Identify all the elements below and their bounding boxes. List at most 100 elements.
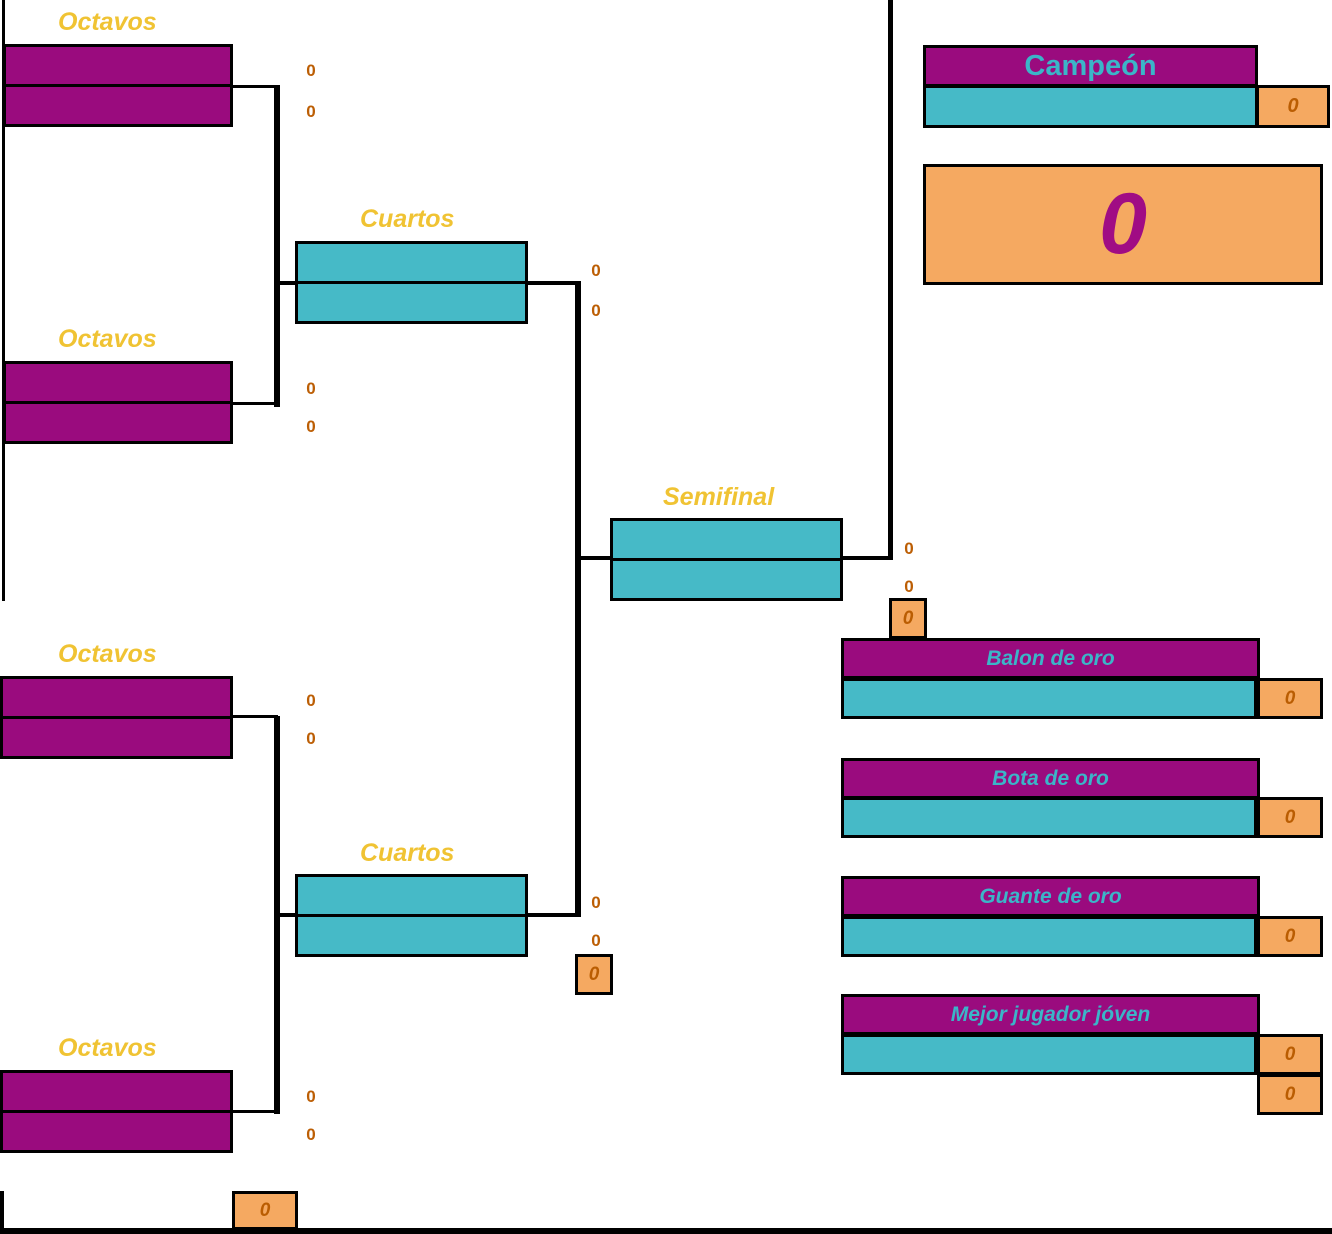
connector-line-champion	[888, 0, 893, 560]
divider	[6, 84, 230, 87]
award-guante-de-oro-header: Guante de oro	[841, 876, 1260, 917]
champion-name-slot[interactable]	[923, 85, 1258, 128]
score-value: 0	[1284, 1043, 1296, 1065]
award-bota-de-oro-score-box[interactable]: 0	[1257, 797, 1323, 838]
octavos-4-match	[0, 1070, 233, 1153]
team-slot[interactable]	[613, 561, 840, 598]
divider	[298, 281, 525, 284]
award-bota-de-oro-header: Bota de oro	[841, 758, 1260, 799]
score-value: 0	[259, 1199, 271, 1221]
score-octavos-3b[interactable]: 0	[306, 729, 316, 748]
connector-line	[277, 281, 297, 285]
award-title: Bota de oro	[992, 766, 1109, 790]
team-slot[interactable]	[6, 404, 230, 441]
team-slot[interactable]	[3, 1073, 230, 1110]
award-bota-de-oro-slot[interactable]	[841, 797, 1257, 838]
semifinal-match	[610, 518, 843, 601]
team-slot[interactable]	[6, 87, 230, 124]
connector-line	[277, 913, 297, 917]
cuartos-1-match	[295, 241, 528, 324]
score-value: 0	[588, 963, 600, 985]
award-balon-de-oro-slot[interactable]	[841, 678, 1257, 719]
award-guante-de-oro-score-box[interactable]: 0	[1257, 916, 1323, 957]
score-value: 0	[1284, 687, 1296, 709]
team-slot[interactable]	[3, 719, 230, 756]
score-cuartos-1b[interactable]: 0	[591, 301, 601, 320]
semifinal-winner-box[interactable]: 0	[889, 598, 927, 639]
round-label-octavos-4: Octavos	[58, 1034, 157, 1062]
award-title: Balon de oro	[986, 646, 1115, 670]
connector-line	[578, 556, 612, 560]
octavos-3-match	[0, 676, 233, 759]
score-value: 0	[1284, 925, 1296, 947]
round-label-octavos-2: Octavos	[58, 325, 157, 353]
award-mejor-jugador-joven-header: Mejor jugador jóven	[841, 994, 1260, 1035]
award-mejor-jugador-joven-slot[interactable]	[841, 1034, 1257, 1075]
score-octavos-2b[interactable]: 0	[306, 417, 316, 436]
team-slot[interactable]	[298, 917, 525, 954]
team-slot[interactable]	[298, 244, 525, 281]
team-slot[interactable]	[298, 284, 525, 321]
team-slot[interactable]	[3, 1113, 230, 1150]
cuartos-2-winner-box[interactable]: 0	[575, 954, 613, 995]
divider	[3, 716, 230, 719]
score-octavos-2a[interactable]: 0	[306, 379, 316, 398]
divider	[6, 401, 230, 404]
champion-title: Campeón	[1024, 49, 1157, 82]
award-balon-de-oro-score-box[interactable]: 0	[1257, 678, 1323, 719]
score-semifinal-b[interactable]: 0	[904, 577, 914, 596]
connector-line	[274, 85, 280, 407]
connector-line	[2, 0, 5, 601]
award-mejor-jugador-joven-score-box-2[interactable]: 0	[1257, 1074, 1323, 1115]
award-title: Guante de oro	[979, 884, 1122, 908]
award-mejor-jugador-joven-score-box[interactable]: 0	[1257, 1034, 1323, 1075]
round-label-octavos-3: Octavos	[58, 640, 157, 668]
connector-line	[230, 1110, 278, 1113]
score-octavos-1a[interactable]: 0	[306, 61, 316, 80]
score-semifinal-a[interactable]: 0	[904, 539, 914, 558]
connector-line	[230, 85, 278, 88]
score-octavos-3a[interactable]: 0	[306, 691, 316, 710]
score-cuartos-2a[interactable]: 0	[591, 893, 601, 912]
octavos-2-match	[3, 361, 233, 444]
champion-result-box[interactable]: 0	[923, 164, 1323, 285]
divider	[613, 558, 840, 561]
score-octavos-4a[interactable]: 0	[306, 1087, 316, 1106]
score-value: 0	[902, 607, 914, 629]
divider	[298, 914, 525, 917]
round-label-cuartos-2: Cuartos	[360, 839, 455, 867]
round-label-cuartos-1: Cuartos	[360, 205, 455, 233]
team-slot[interactable]	[6, 364, 230, 401]
octavos-1-match	[3, 44, 233, 127]
award-guante-de-oro-slot[interactable]	[841, 916, 1257, 957]
divider	[3, 1110, 230, 1113]
bottom-border-line	[0, 1228, 1332, 1234]
round-label-octavos-1: Octavos	[58, 8, 157, 36]
team-slot[interactable]	[6, 47, 230, 84]
champion-result-value: 0	[1099, 176, 1147, 272]
connector-line	[230, 402, 278, 405]
connector-line	[575, 283, 581, 917]
team-slot[interactable]	[298, 877, 525, 914]
score-value: 0	[1284, 1083, 1296, 1105]
team-slot[interactable]	[3, 679, 230, 716]
connector-line	[843, 556, 893, 560]
award-title: Mejor jugador jóven	[950, 1002, 1151, 1026]
connector-line	[0, 1191, 4, 1231]
score-cuartos-2b[interactable]: 0	[591, 931, 601, 950]
score-octavos-4b[interactable]: 0	[306, 1125, 316, 1144]
champion-score-box[interactable]: 0	[1256, 85, 1330, 128]
champion-header: Campeón	[923, 45, 1258, 87]
round-label-semifinal: Semifinal	[663, 483, 775, 511]
connector-line	[230, 715, 278, 718]
score-cuartos-1a[interactable]: 0	[591, 261, 601, 280]
bottom-score-box[interactable]: 0	[232, 1191, 298, 1230]
award-balon-de-oro-header: Balon de oro	[841, 638, 1260, 679]
connector-line	[528, 281, 581, 285]
score-value: 0	[1287, 95, 1299, 117]
score-octavos-1b[interactable]: 0	[306, 102, 316, 121]
team-slot[interactable]	[613, 521, 840, 558]
score-value: 0	[1284, 806, 1296, 828]
cuartos-2-match	[295, 874, 528, 957]
connector-line	[528, 913, 581, 917]
